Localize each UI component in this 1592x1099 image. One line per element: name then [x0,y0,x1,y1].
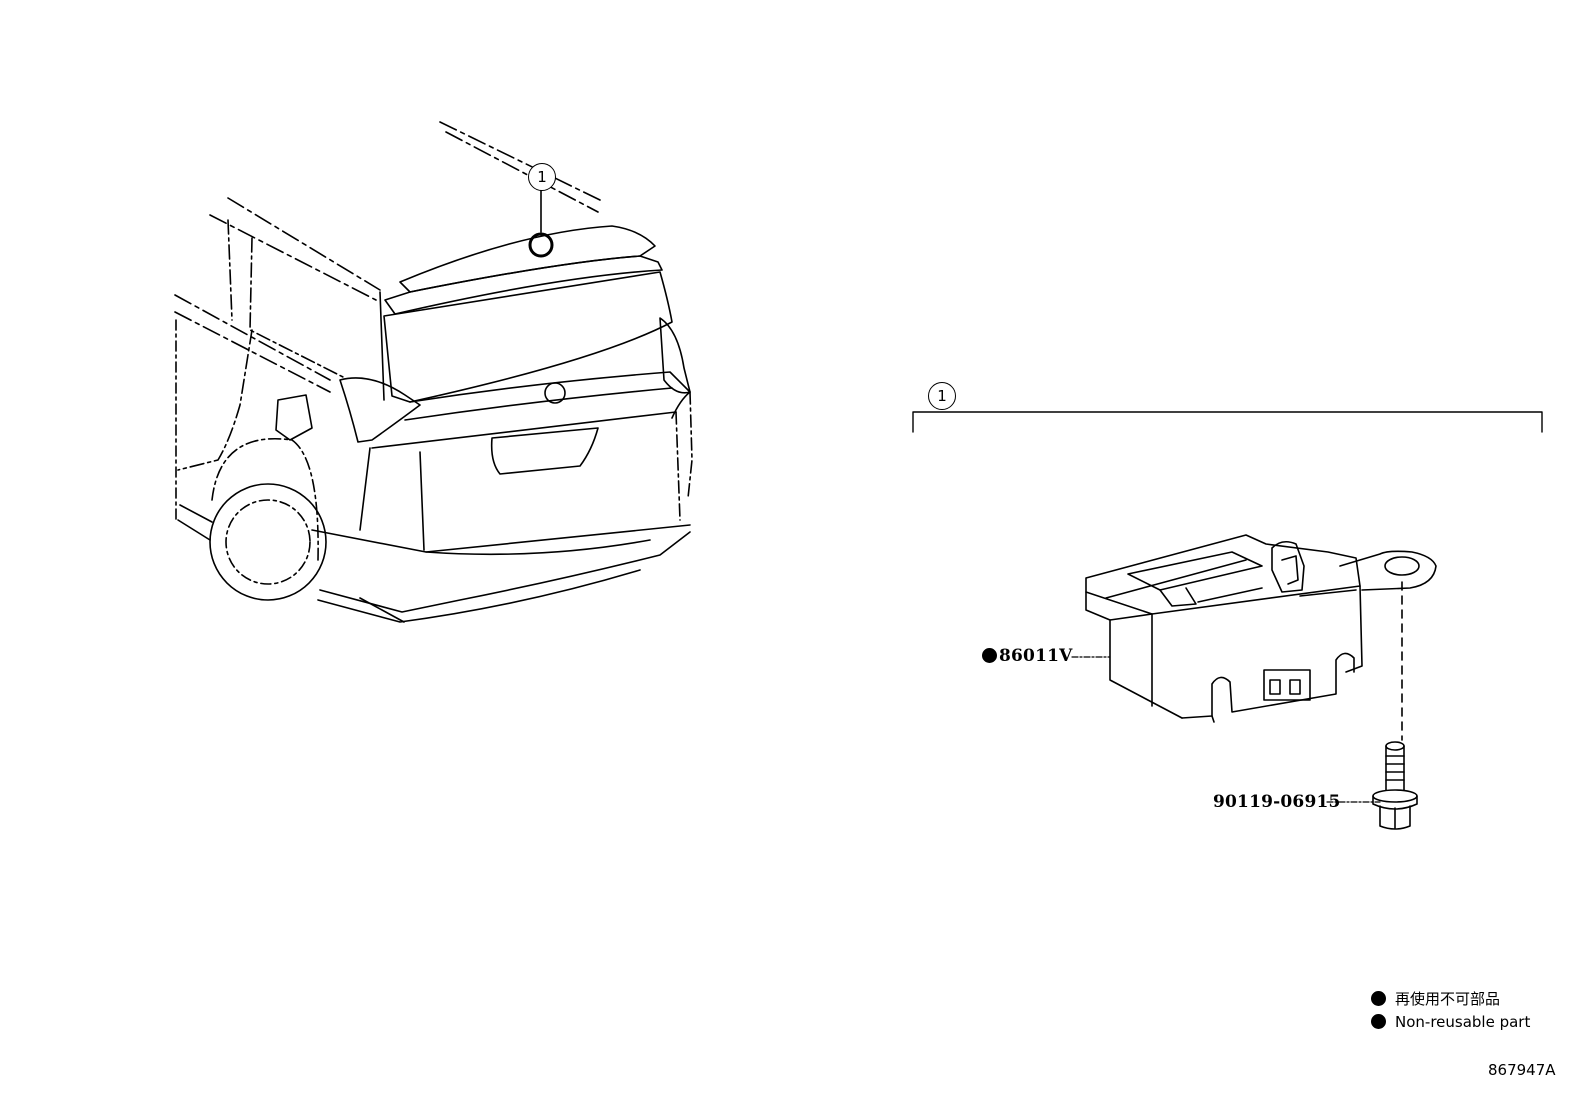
legend-text-en: Non-reusable part [1395,1013,1531,1031]
location-marker [528,232,554,258]
non-reusable-icon [982,648,997,663]
vehicle-illustration [174,121,693,623]
non-reusable-icon [1371,1014,1386,1029]
group-callout-marker: 1 [928,382,956,410]
module-illustration [1085,534,1437,723]
vehicle-callout-marker: 1 [528,163,556,191]
bolt-part-number: 90119-06915 [1213,792,1341,812]
group-bracket [912,411,1543,433]
legend-row-en: Non-reusable part [1371,1013,1530,1031]
main-part-number: 86011V [999,646,1073,666]
non-reusable-icon [1371,991,1386,1006]
legend-text-jp: 再使用不可部品 [1395,990,1501,1008]
main-part-label: 86011V [982,646,1073,666]
diagram-code: 867947A [1488,1061,1556,1079]
bolt-illustration [1372,741,1418,830]
legend-row-jp: 再使用不可部品 [1371,988,1500,1009]
